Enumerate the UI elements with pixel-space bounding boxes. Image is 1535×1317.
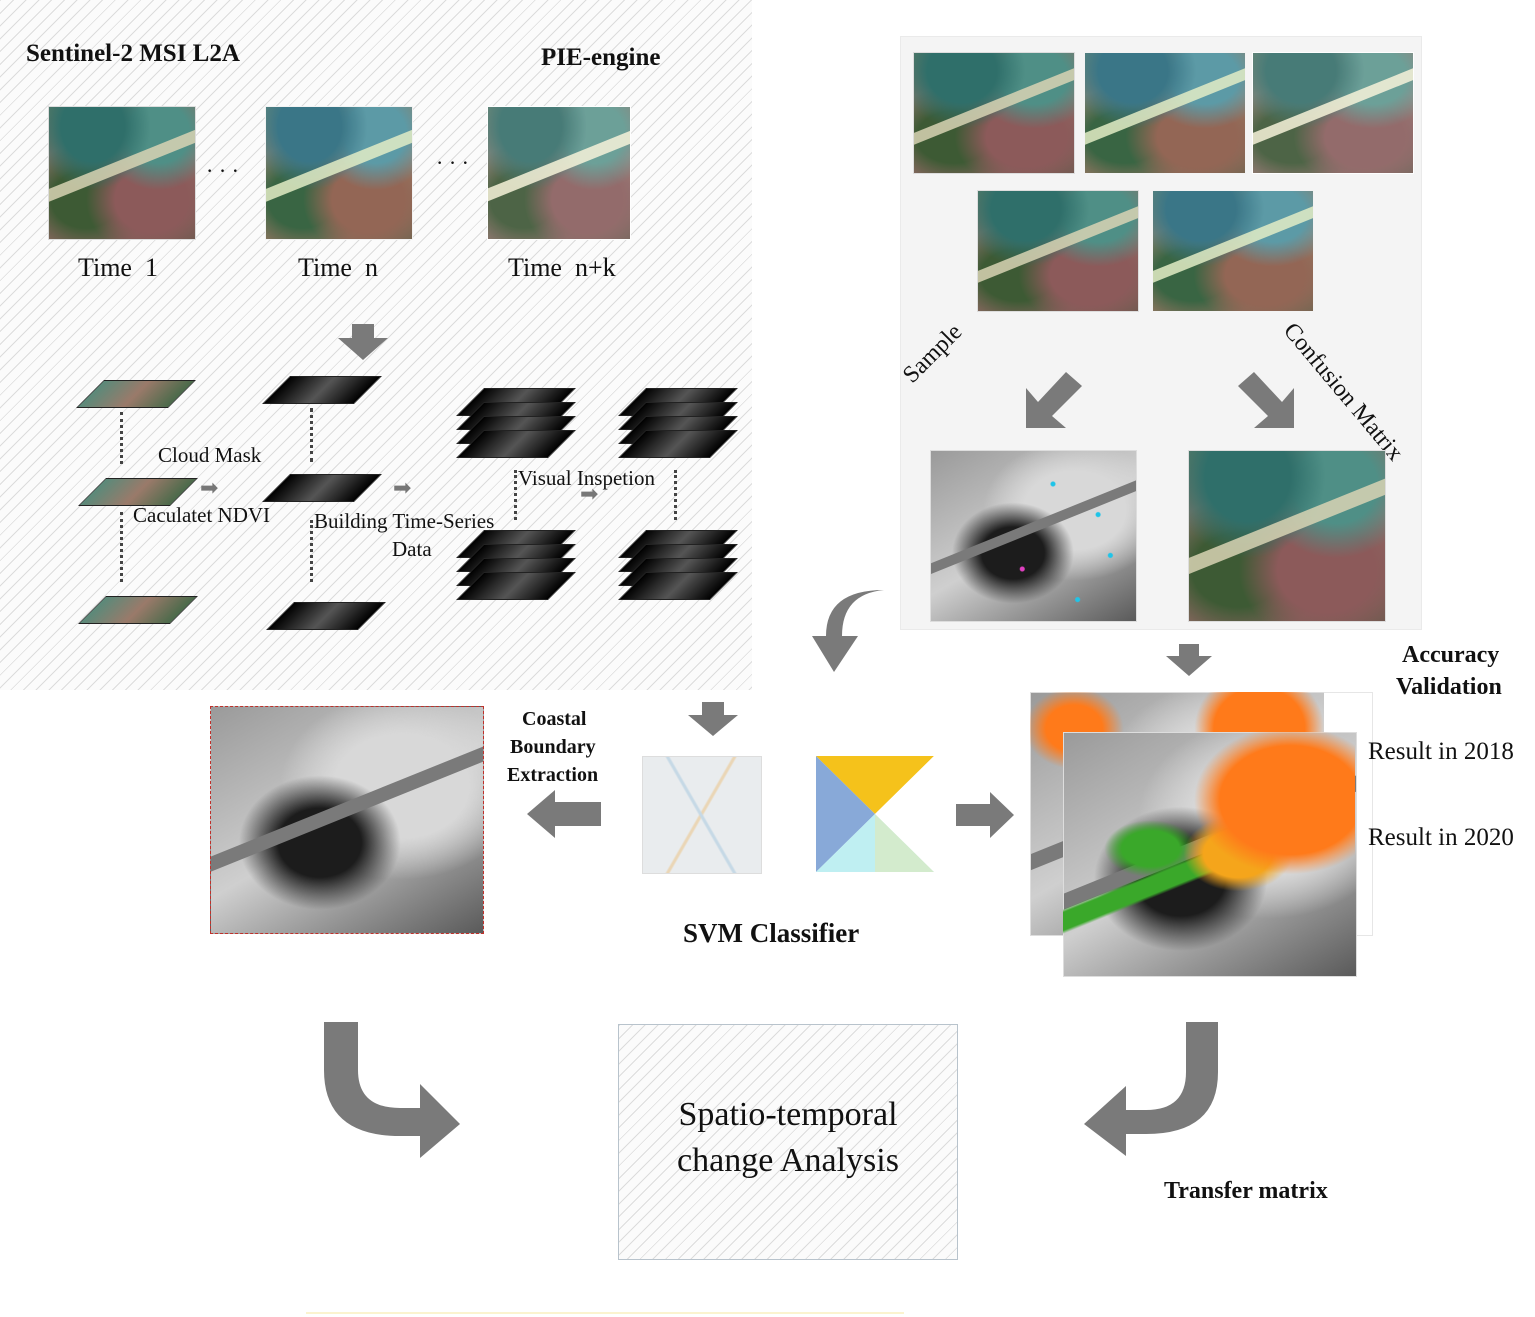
dots-col-4 bbox=[674, 470, 677, 520]
coastal-label-2: Boundary bbox=[510, 736, 596, 758]
ellipsis-2: · · · bbox=[436, 150, 469, 175]
source-title: Sentinel-2 MSI L2A bbox=[26, 40, 240, 67]
svm-classifier-icon bbox=[816, 756, 934, 872]
result-2020-label: Result in 2020 bbox=[1368, 824, 1514, 851]
image-time-1 bbox=[48, 106, 196, 240]
image-time-n bbox=[265, 106, 413, 240]
bottom-divider bbox=[306, 1312, 904, 1314]
spatio-temporal-analysis-box bbox=[618, 1024, 958, 1260]
sample-image-3 bbox=[1252, 52, 1414, 174]
confusion-matrix-image bbox=[1188, 450, 1386, 622]
label-time-1: Time 1 bbox=[78, 253, 158, 282]
down-right-arrow-icon bbox=[1238, 372, 1294, 428]
ellipsis-1: · · · bbox=[206, 158, 239, 183]
label-time-n: Time n bbox=[298, 253, 378, 282]
sample-image-1 bbox=[913, 52, 1075, 174]
sample-image-5 bbox=[1152, 190, 1314, 312]
image-time-n-k bbox=[487, 106, 631, 240]
step-calc-ndvi: Caculatet NDVI bbox=[133, 503, 271, 527]
engine-title: PIE-engine bbox=[541, 44, 661, 71]
right-arrow-icon-1: ➡ bbox=[200, 475, 219, 500]
down-left-arrow-icon bbox=[1026, 372, 1082, 428]
transfer-matrix-label: Transfer matrix bbox=[1164, 1178, 1328, 1204]
dots-col-2a bbox=[310, 408, 313, 462]
step-time-series-1: Building Time-Series bbox=[314, 509, 495, 533]
analysis-label-2: change Analysis bbox=[677, 1142, 899, 1179]
curved-arrow-icon-1 bbox=[812, 590, 884, 672]
left-arrow-icon bbox=[527, 790, 601, 838]
dots-col-3 bbox=[514, 470, 517, 520]
down-arrow-icon-2 bbox=[1166, 644, 1212, 676]
down-arrow-icon bbox=[338, 324, 388, 360]
step-time-series-2: Data bbox=[392, 537, 432, 561]
curved-arrow-icon-left bbox=[324, 1022, 460, 1158]
sample-image-2 bbox=[1084, 52, 1246, 174]
right-arrow-icon-big bbox=[956, 792, 1014, 838]
step-visual-inspection: Visual Inspetion bbox=[518, 466, 655, 490]
step-cloud-mask: Cloud Mask bbox=[158, 443, 262, 467]
dots-col-1a bbox=[120, 412, 123, 464]
curved-arrow-icon-right bbox=[1084, 1022, 1218, 1156]
coastal-label-1: Coastal bbox=[522, 708, 587, 730]
accuracy-label-2: Validation bbox=[1396, 674, 1502, 700]
right-arrow-icon-3: ➡ bbox=[580, 481, 599, 506]
dots-col-2b bbox=[310, 520, 313, 582]
sample-image-4 bbox=[977, 190, 1139, 312]
coastal-boundary-image bbox=[210, 706, 484, 934]
svm-classifier-label: SVM Classifier bbox=[683, 918, 860, 948]
sample-point-marks bbox=[930, 450, 1135, 620]
down-arrow-icon-3 bbox=[688, 702, 738, 736]
right-arrow-icon-2: ➡ bbox=[393, 475, 412, 500]
result-2018-label: Result in 2018 bbox=[1368, 738, 1514, 765]
label-time-n-k: Time n+k bbox=[508, 253, 616, 282]
result-2020-overlay bbox=[1063, 732, 1355, 975]
coastal-label-3: Extraction bbox=[507, 764, 599, 786]
svm-feature-plot bbox=[642, 756, 762, 874]
accuracy-label-1: Accuracy bbox=[1402, 642, 1500, 668]
analysis-label-1: Spatio-temporal bbox=[678, 1096, 898, 1133]
dots-col-1b bbox=[120, 512, 123, 582]
